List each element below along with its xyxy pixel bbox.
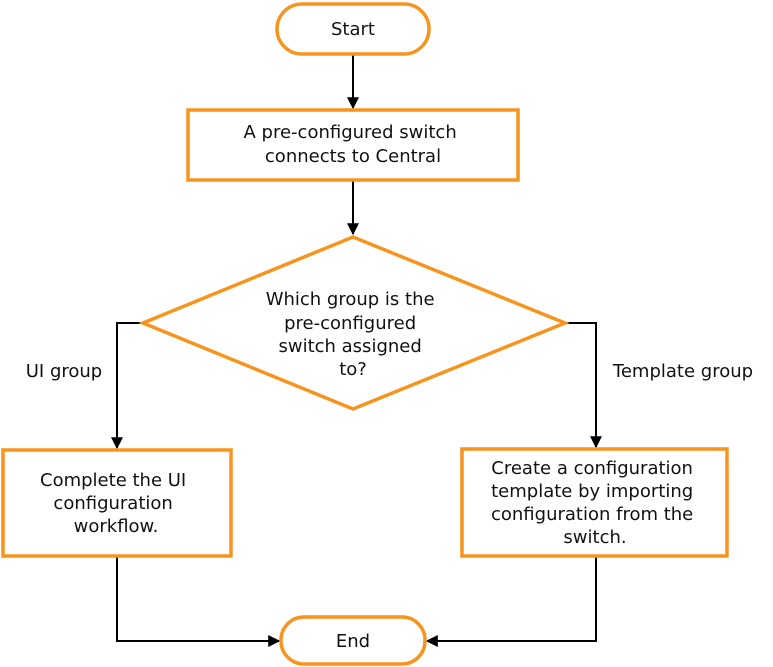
decision-line: to?	[339, 359, 367, 380]
arrow-decision-to-ui-step	[111, 322, 143, 450]
connect-step-line: A pre-configured switch	[244, 122, 457, 143]
template-step-line: Create a configuration	[491, 458, 693, 479]
end-node: End	[279, 615, 427, 666]
arrow-ui-step-to-end	[116, 556, 281, 647]
decision-line: Which group is the	[266, 289, 435, 310]
arrow-decision-to-template-step	[565, 322, 602, 449]
branch-label-ui-group: UI group	[26, 361, 102, 382]
decision-line: switch assigned	[278, 336, 421, 357]
ui-workflow-step-node: Complete the UI configuration workflow.	[1, 448, 233, 558]
end-label: End	[336, 631, 370, 652]
ui-workflow-step-line: configuration	[53, 493, 172, 514]
connect-step-label: A pre-configured switch connects to Cent…	[244, 122, 463, 167]
template-step-line: configuration from the	[491, 504, 693, 525]
template-step-node: Create a configuration template by impor…	[460, 447, 729, 558]
branch-label-template-group: Template group	[612, 361, 753, 382]
start-node: Start	[275, 2, 431, 56]
ui-workflow-step-line: Complete the UI	[40, 470, 186, 491]
decision-line: pre-configured	[284, 313, 416, 334]
connect-step-node: A pre-configured switch connects to Cent…	[186, 108, 520, 182]
template-step-label: Create a configuration template by impor…	[491, 458, 699, 548]
ui-workflow-step-line: workflow.	[74, 516, 159, 537]
decision-label: Which group is the pre-configured switch…	[266, 289, 441, 380]
arrow-template-step-to-end	[425, 556, 597, 647]
connect-step-line: connects to Central	[265, 146, 441, 167]
decision-node: Which group is the pre-configured switch…	[138, 235, 570, 411]
start-label: Start	[331, 19, 375, 40]
template-step-line: switch.	[563, 527, 626, 548]
ui-workflow-step-label: Complete the UI configuration workflow.	[40, 470, 192, 537]
template-step-line: template by importing	[491, 481, 693, 502]
